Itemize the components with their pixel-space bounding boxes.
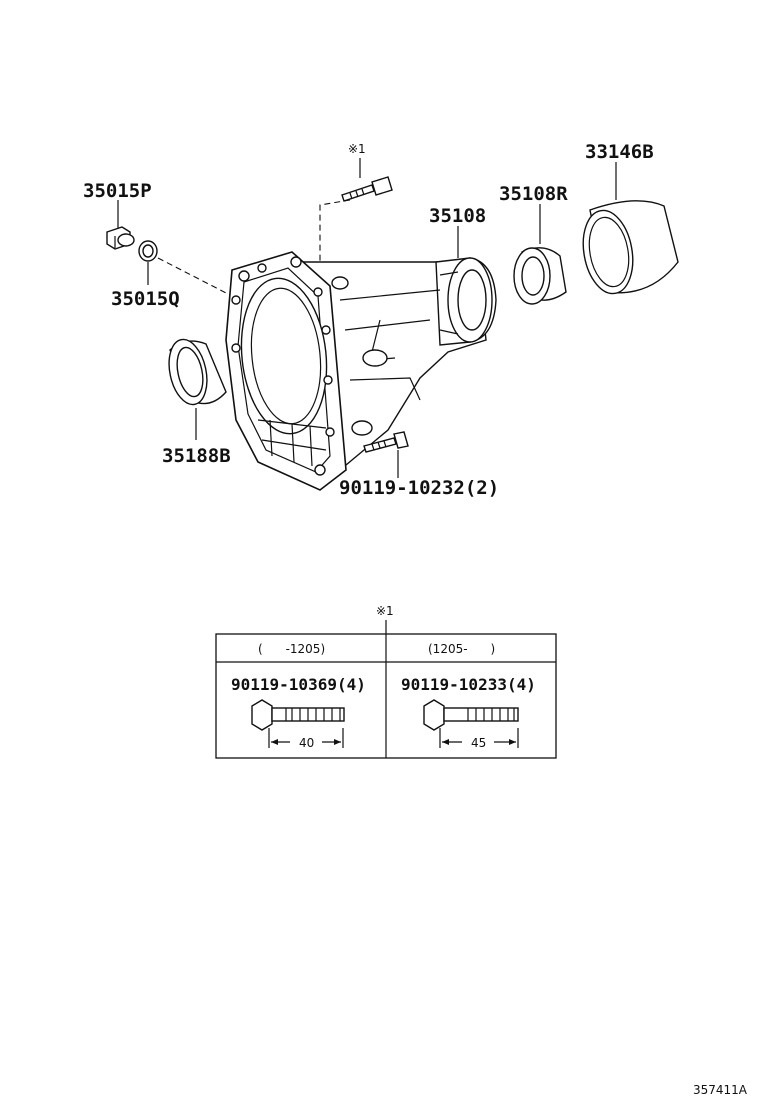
bolt-90119-10369 <box>251 699 345 731</box>
table-right-length: 45 <box>471 736 486 750</box>
label-35108R: 35108R <box>499 183 568 205</box>
table-left-length: 40 <box>299 736 314 750</box>
table-left-header: ( -1205) <box>258 642 325 656</box>
dash-top-bolt <box>319 199 351 262</box>
dimension-left <box>268 728 344 748</box>
label-35188B: 35188B <box>162 445 231 467</box>
drain-plug <box>106 226 135 250</box>
dash-gasket <box>157 257 233 297</box>
table-right-part: 90119-10233(4) <box>401 675 536 694</box>
note-ref-top: ※1 <box>348 142 366 156</box>
label-35108: 35108 <box>429 205 486 227</box>
bolt-90119-10232 <box>363 431 409 453</box>
dimension-right <box>439 728 519 748</box>
transfer-case-housing <box>225 251 497 491</box>
oil-seal-35188B <box>168 338 227 406</box>
sleeve-33146B <box>582 200 679 295</box>
bolt-variant-table <box>215 633 557 759</box>
label-35015Q: 35015Q <box>111 288 180 310</box>
table-right-header: (1205- ) <box>428 642 495 656</box>
table-left-part: 90119-10369(4) <box>231 675 366 694</box>
label-35015P: 35015P <box>83 180 152 202</box>
figure-id: 357411A <box>693 1083 748 1097</box>
label-33146B: 33146B <box>585 141 654 163</box>
label-90119-10232: 90119-10232(2) <box>339 477 499 499</box>
gasket-35015Q <box>138 240 158 262</box>
bolt-90119-10233 <box>423 699 519 731</box>
oil-seal-35108R <box>513 247 567 305</box>
bolt-top <box>341 176 393 202</box>
note-ref-table: ※1 <box>376 604 394 618</box>
